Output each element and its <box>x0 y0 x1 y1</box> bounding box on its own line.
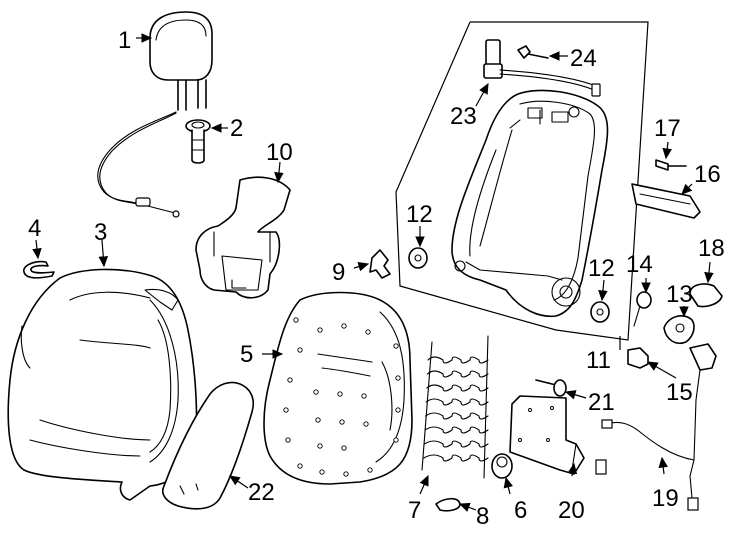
callout-2: 2 <box>230 115 243 142</box>
callout-6: 6 <box>514 497 527 524</box>
side-panel-part <box>162 381 255 510</box>
wing-bolt-part <box>369 249 391 279</box>
callout-23: 23 <box>450 103 477 130</box>
callout-17: 17 <box>654 115 681 142</box>
headrest-guide-part <box>185 119 211 164</box>
bolt-24-part <box>517 45 549 59</box>
callout-7: 7 <box>408 497 421 524</box>
clip-part <box>23 260 55 279</box>
callout-12a: 12 <box>406 201 433 228</box>
callout-10: 10 <box>266 139 293 166</box>
callout-21: 21 <box>588 389 615 416</box>
lumbar-spring-mat-part <box>421 335 489 479</box>
callout-3: 3 <box>94 219 107 246</box>
grommet-15-part <box>627 347 649 369</box>
callout-22: 22 <box>248 479 275 506</box>
callout-1: 1 <box>118 27 131 54</box>
callout-19: 19 <box>652 485 679 512</box>
recliner-motor-part <box>483 39 601 97</box>
frame-outline <box>395 21 649 350</box>
tab-8-part <box>435 497 461 512</box>
callout-12b: 12 <box>588 255 615 282</box>
ring-14-part <box>633 291 652 327</box>
callout-11: 11 <box>586 347 611 374</box>
headrest-cable-part <box>97 111 180 218</box>
seat-back-pad-part <box>263 291 413 485</box>
callout-13: 13 <box>666 281 693 308</box>
cap-18-part <box>689 283 723 308</box>
callout-leaders <box>32 33 714 512</box>
callout-24: 24 <box>570 45 597 72</box>
callout-5: 5 <box>240 341 253 368</box>
callout-20: 20 <box>558 497 585 524</box>
screw-17-part <box>655 159 687 171</box>
washer-12a-part <box>408 247 428 269</box>
bracket-16-part <box>631 183 701 219</box>
gear-13-part <box>663 315 695 344</box>
seat-back-cover-part <box>7 268 198 501</box>
washer-12b-part <box>590 301 610 323</box>
headrest-part <box>149 11 213 111</box>
callout-14: 14 <box>626 251 653 278</box>
wiring-harness-part <box>595 343 717 511</box>
callout-18: 18 <box>698 235 725 262</box>
callout-8: 8 <box>476 503 489 530</box>
seat-back-pad-holes <box>283 317 401 477</box>
control-module-part <box>509 395 585 475</box>
seat-back-frame-part <box>451 89 609 318</box>
callout-4: 4 <box>28 215 41 242</box>
callout-9: 9 <box>332 259 345 286</box>
knob-6-part <box>491 453 513 479</box>
pad-part <box>195 176 291 299</box>
pin-21-part <box>535 379 567 397</box>
callout-16: 16 <box>694 161 721 188</box>
callout-labels: 1 2 3 4 5 6 7 8 9 10 11 12 12 13 14 15 1… <box>28 27 725 530</box>
callout-15: 15 <box>666 379 693 406</box>
